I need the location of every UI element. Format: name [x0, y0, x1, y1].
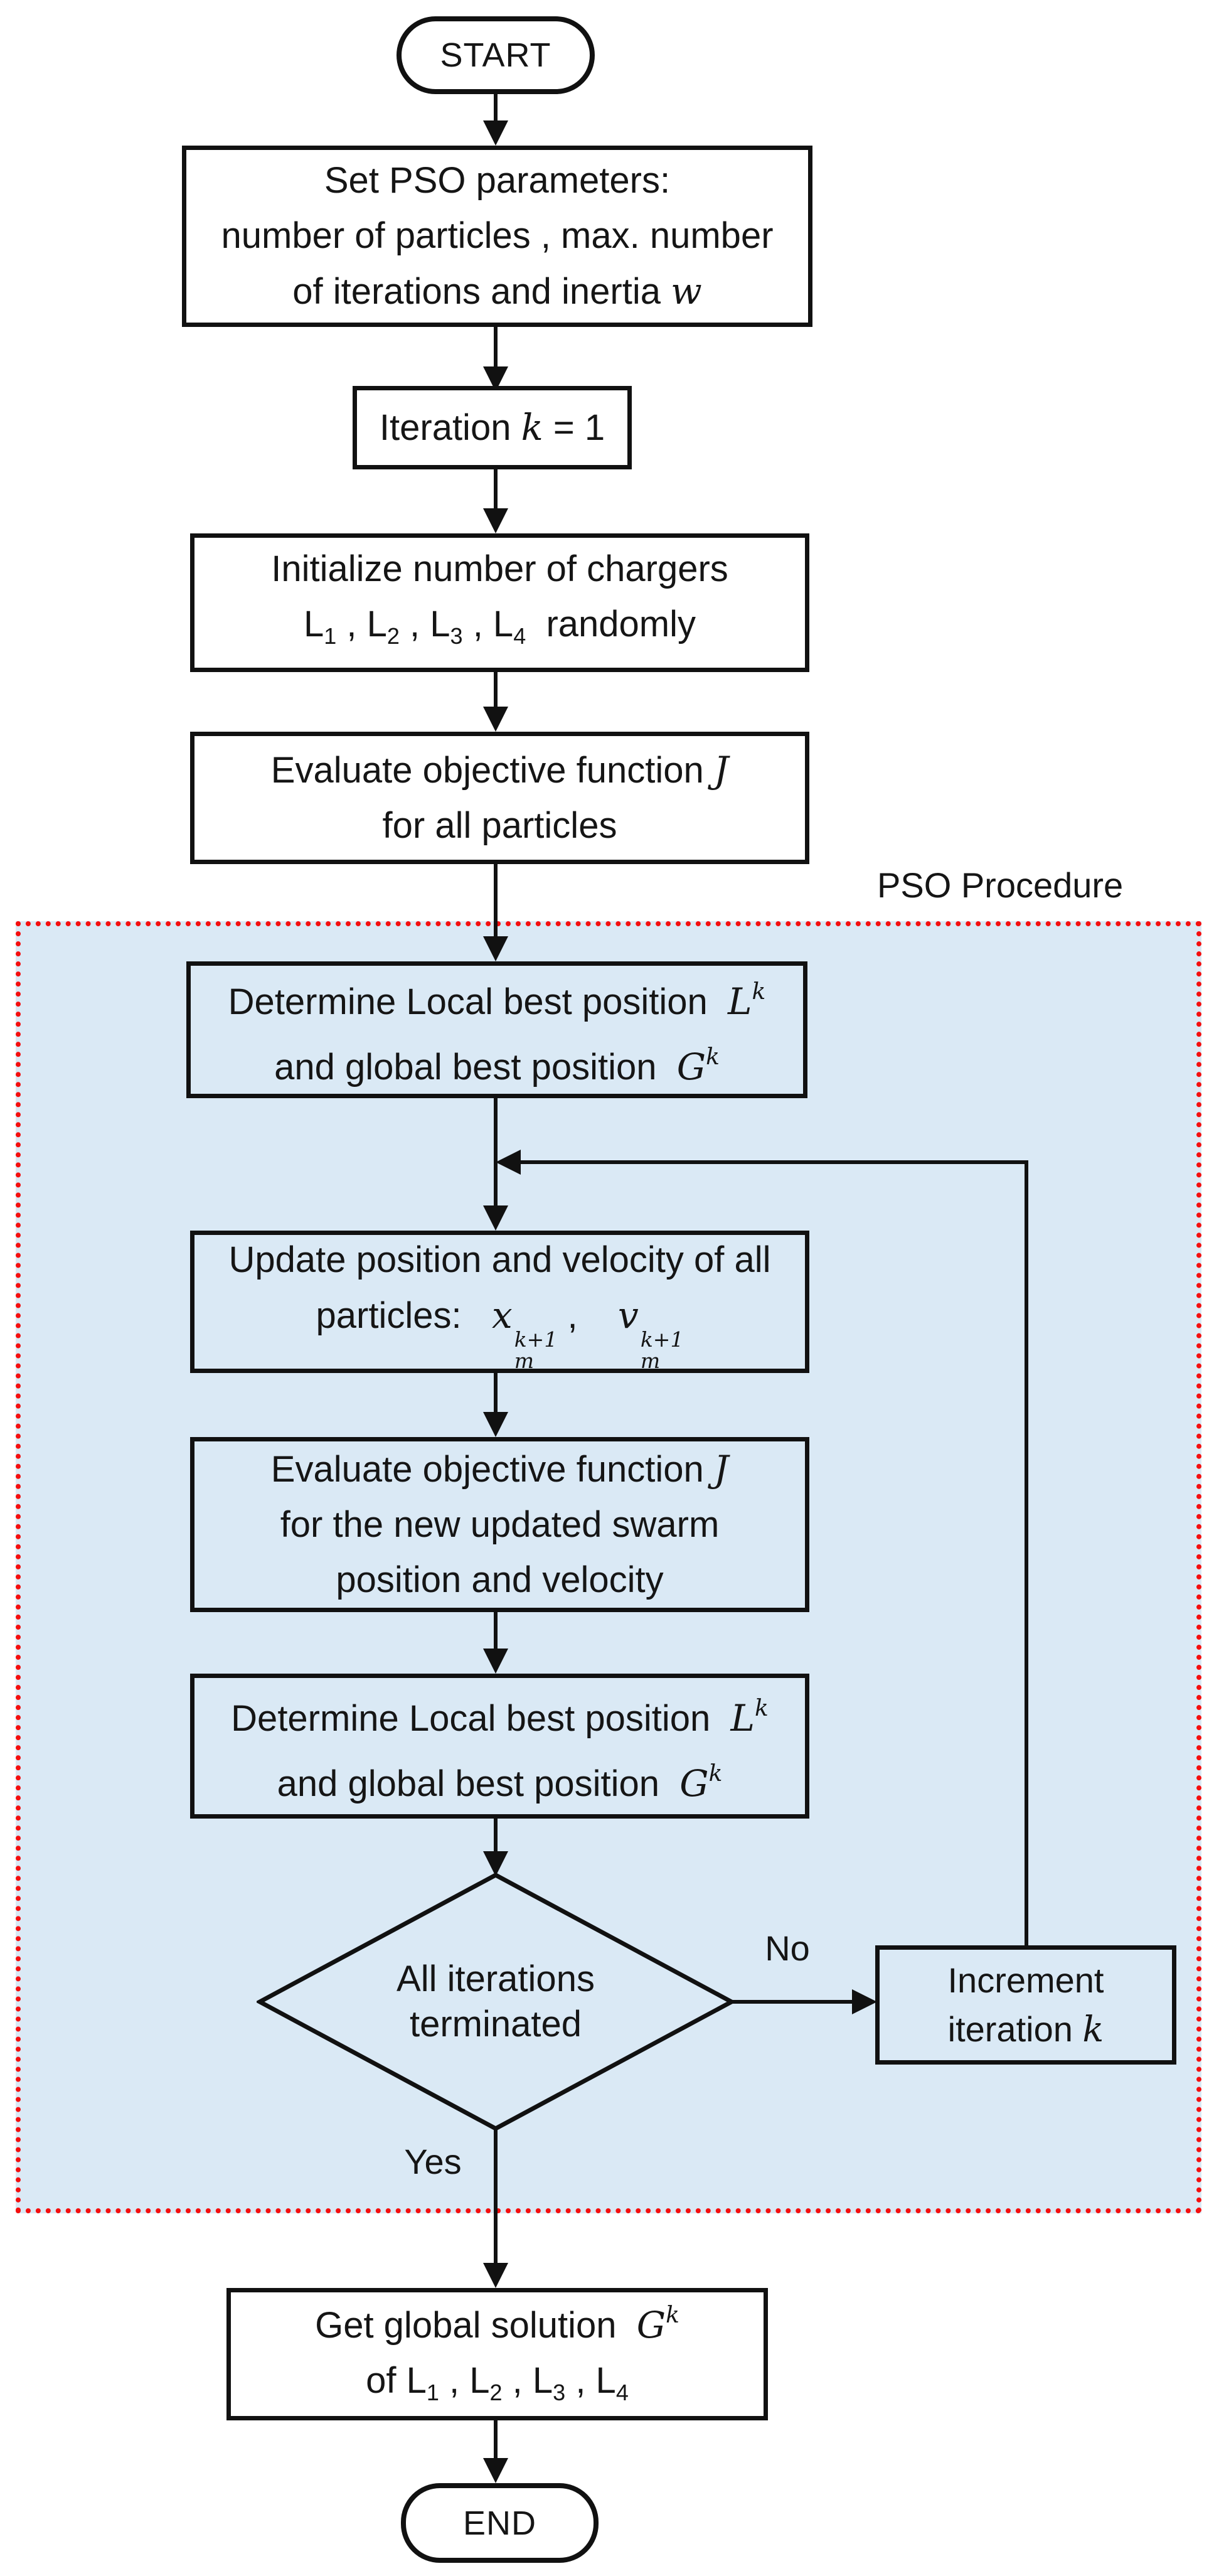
process-get-global-solution: Get global solution Gk of L1 , L2 , L3 ,…: [226, 2288, 768, 2420]
start-label: START: [440, 36, 551, 74]
feedback-vertical-line: [1025, 1160, 1028, 1945]
text-line: L1 , L2 , L3 , L4 randomly: [304, 604, 696, 649]
end-terminator: END: [401, 2483, 599, 2563]
text-line: All iterations: [397, 1959, 595, 1999]
arrow-update-to-evaluate2-head: [483, 1412, 508, 1437]
text-line: Update position and velocity of all: [228, 1239, 771, 1280]
text-line: Initialize number of chargers: [271, 548, 728, 589]
arrow-iter-to-init-head: [483, 508, 508, 533]
arrow-no-line: [730, 2000, 853, 2004]
text-line: and global best position Gk: [274, 1044, 720, 1088]
text-line: Evaluate objective function J: [270, 1448, 729, 1490]
text-line: of iterations and inertia w: [292, 270, 702, 313]
text-line: Get global solution Gk: [315, 2302, 679, 2346]
process-evaluate-new-swarm: Evaluate objective function J for the ne…: [190, 1437, 809, 1612]
arrow-setparams-to-iter-line: [494, 326, 498, 368]
arrow-evaluate2-to-determine2-line: [494, 1611, 498, 1650]
feedback-merge-arrow-head: [496, 1150, 521, 1175]
feedback-horizontal-line: [519, 1160, 1028, 1164]
arrow-determine1-to-update-head: [483, 1205, 508, 1231]
text-line: Determine Local best position Lk: [231, 1695, 769, 1740]
arrow-start-to-setparams-line: [494, 93, 498, 123]
arrow-start-to-setparams-head: [483, 120, 508, 146]
no-branch-label: No: [765, 1928, 810, 1968]
arrow-solution-to-end-head: [483, 2458, 508, 2483]
process-evaluate-all-particles: Evaluate objective function J for all pa…: [190, 732, 809, 864]
text-line: Iteration k = 1: [379, 406, 605, 449]
process-determine-best-second: Determine Local best position Lk and glo…: [190, 1674, 809, 1819]
arrow-init-to-evaluate-line: [494, 671, 498, 708]
text-line: Evaluate objective function J: [270, 749, 729, 791]
arrow-evaluate-to-determine1-head: [483, 936, 508, 961]
process-initialize-chargers: Initialize number of chargers L1 , L2 , …: [190, 533, 809, 672]
arrow-solution-to-end-line: [494, 2419, 498, 2459]
text-line: iteration k: [947, 2009, 1104, 2050]
text-line: number of particles , max. number: [221, 215, 774, 256]
text-line: Increment: [947, 1960, 1104, 2000]
arrow-determine2-to-decision-line: [494, 1817, 498, 1854]
decision-all-iterations-terminated: All iterations terminated: [282, 1939, 709, 2065]
text-line: terminated: [409, 2004, 582, 2044]
process-set-pso-parameters: Set PSO parameters: number of particles …: [182, 146, 812, 327]
process-increment-iteration: Increment iteration k: [875, 1945, 1176, 2065]
process-update-swarm: Update position and velocity of all part…: [190, 1231, 809, 1373]
text-line: Set PSO parameters:: [324, 160, 671, 201]
start-terminator: START: [397, 16, 595, 94]
arrow-evaluate-to-determine1-line: [494, 863, 498, 938]
arrow-iter-to-init-line: [494, 468, 498, 510]
text-line: and global best position Gk: [277, 1760, 723, 1805]
text-line: of L1 , L2 , L3 , L4: [366, 2360, 629, 2405]
text-line: position and velocity: [336, 1559, 664, 1600]
process-iteration-init: Iteration k = 1: [353, 386, 632, 469]
text-line: for the new updated swarm: [280, 1504, 720, 1545]
end-label: END: [462, 2504, 536, 2542]
text-line: Determine Local best position Lk: [228, 979, 766, 1023]
arrow-evaluate2-to-determine2-head: [483, 1649, 508, 1674]
pso-procedure-label: PSO Procedure: [877, 865, 1124, 905]
process-determine-best-first: Determine Local best position Lk and glo…: [186, 961, 807, 1098]
yes-branch-label: Yes: [404, 2142, 462, 2181]
arrow-determine2-to-decision-head: [483, 1851, 508, 1876]
arrow-no-head: [852, 1989, 877, 2014]
arrow-init-to-evaluate-head: [483, 707, 508, 732]
arrow-yes-head: [483, 2263, 508, 2288]
arrow-update-to-evaluate2-line: [494, 1372, 498, 1413]
text-line: for all particles: [382, 805, 617, 846]
arrow-yes-line: [494, 2128, 498, 2264]
